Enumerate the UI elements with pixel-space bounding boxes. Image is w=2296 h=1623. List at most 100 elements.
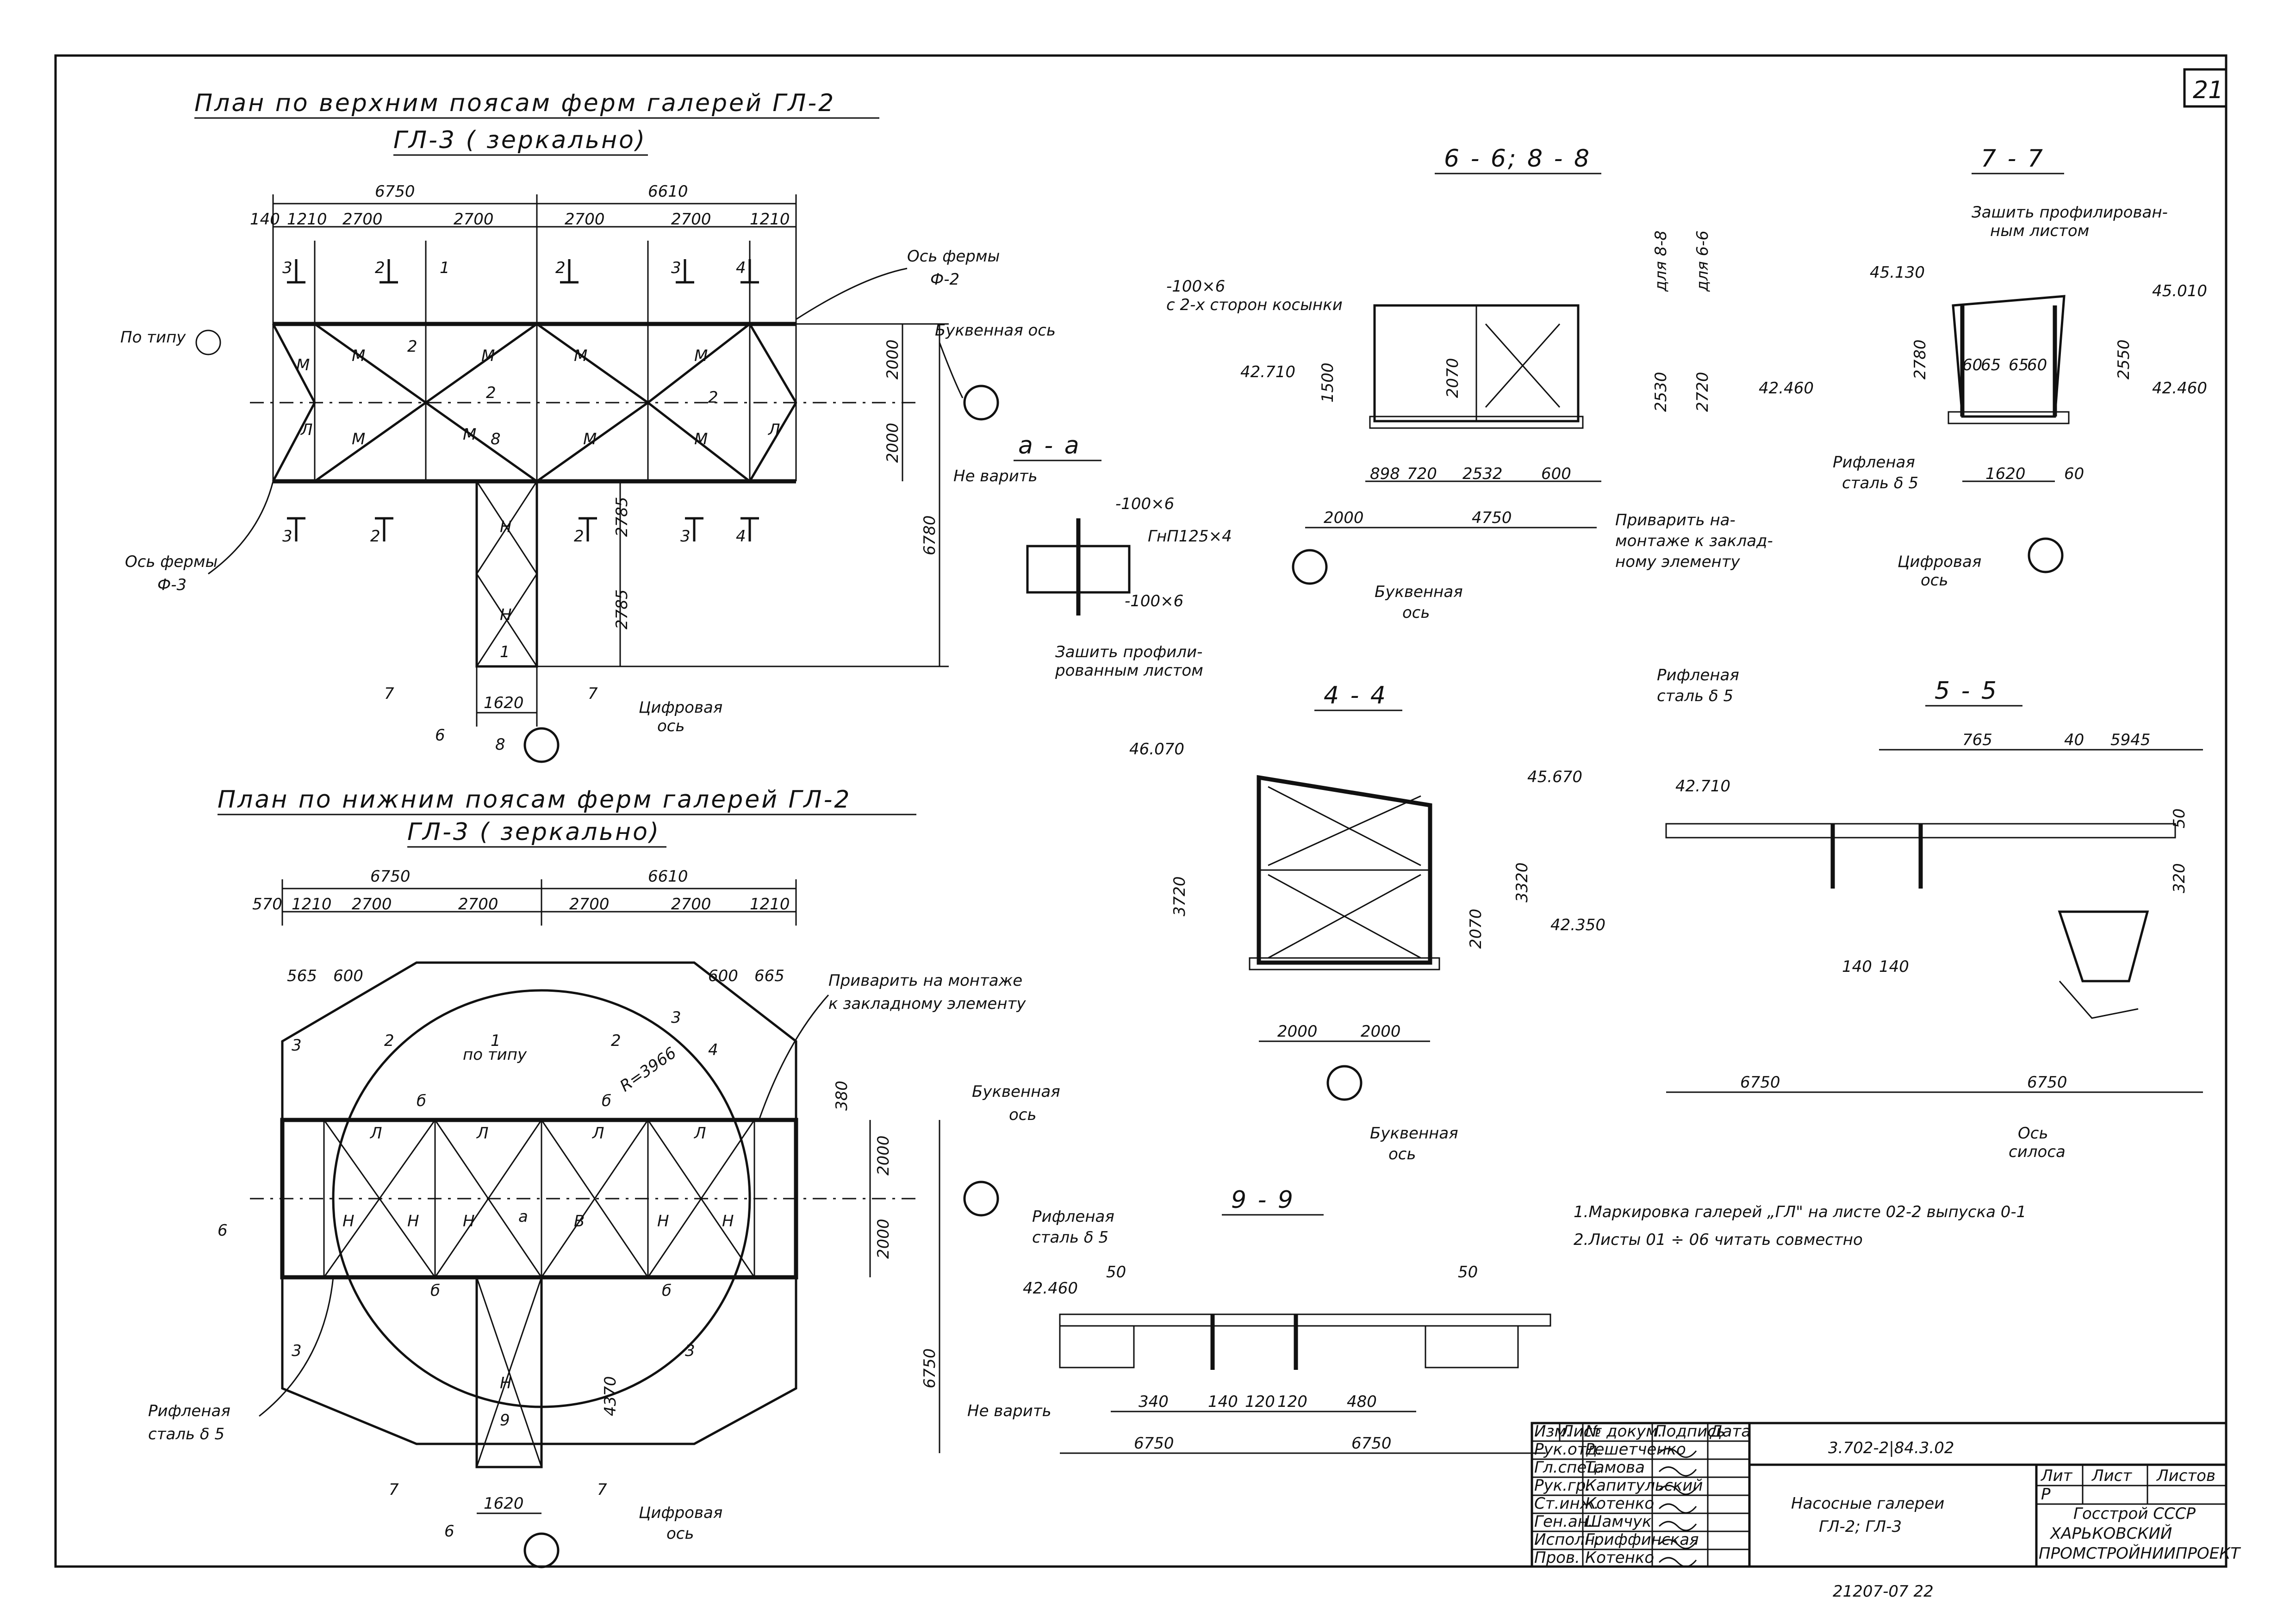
plan-bottom-axis-digit-sub: ось <box>666 1524 694 1543</box>
plan-top-dim-2000a: 2000 <box>884 339 902 379</box>
plan-bottom-dim-2000b: 2000 <box>874 1219 893 1259</box>
section-99-dim-140: 140 <box>1208 1393 1238 1411</box>
section-66-plate-note: с 2-х сторон косынки <box>1166 296 1343 314</box>
section-99-dim-120a: 120 <box>1245 1393 1275 1411</box>
section-77-note: Зашить профилирован- <box>1972 203 2168 222</box>
plan-bottom-dim-600b: 600 <box>708 967 738 985</box>
section-66-dim-2530: 2530 <box>1652 372 1670 412</box>
section-77-axis-digit-sub: ось <box>1921 571 1948 590</box>
section-77-axis-circle <box>2028 537 2064 573</box>
plan-top-dim-2700a: 2700 <box>342 210 383 229</box>
svg-text:7: 7 <box>588 684 598 703</box>
plan-bottom-axis-digit: Цифровая <box>639 1504 722 1522</box>
tb-person-0: Решетченко <box>1585 1440 1686 1459</box>
section-99: 9 - 9 Рифленая сталь δ 5 42.460 50 50 34… <box>967 1186 1551 1454</box>
svg-text:4: 4 <box>736 527 746 546</box>
svg-text:Л: Л <box>693 1124 706 1143</box>
section-99-dim-120b: 120 <box>1277 1393 1307 1411</box>
svg-text:2: 2 <box>611 1032 621 1050</box>
platform-outline <box>281 961 797 1120</box>
section-55-dim-140a: 140 <box>1842 958 1872 976</box>
tb-name-1: Насосные галереи <box>1791 1494 1944 1513</box>
plan-top-subtitle: ГЛ-3 ( зеркально) <box>393 126 647 154</box>
svg-text:2: 2 <box>407 337 417 356</box>
tb-head-doc: № докум. <box>1584 1422 1663 1441</box>
section-44-elev2: 45.670 <box>1527 768 1582 786</box>
section-99-dim-340: 340 <box>1139 1393 1169 1411</box>
svg-text:Н: Н <box>407 1212 419 1231</box>
section-66-dim-720: 720 <box>1407 465 1437 483</box>
section-99-dim-480: 480 <box>1347 1393 1377 1411</box>
plan-bottom-steel-note: Рифленая <box>148 1402 230 1420</box>
tb-name-2: ГЛ-2; ГЛ-3 <box>1819 1517 1902 1536</box>
section-99-title: 9 - 9 <box>1231 1186 1295 1214</box>
tb-role-1: Гл.спец. <box>1534 1458 1602 1477</box>
svg-text:2: 2 <box>555 259 566 277</box>
plan-bottom-dim-2700c: 2700 <box>569 895 610 914</box>
svg-text:М: М <box>694 430 708 448</box>
section-aa-plate1: -100×6 <box>1115 495 1174 513</box>
plan-bottom-note-weld-2: к закладному элементу <box>828 995 1026 1013</box>
section-44-axis-letter-sub: ось <box>1388 1145 1416 1163</box>
svg-text:а: а <box>518 1207 528 1226</box>
svg-text:1: 1 <box>491 1032 501 1050</box>
svg-text:Л: Л <box>369 1124 382 1143</box>
plan-top-axis-letter: Буквенная ось <box>935 321 1056 340</box>
section-aa-note: Не варить <box>953 467 1038 485</box>
svg-text:Н: Н <box>500 1374 512 1393</box>
plan-bottom-radius: R=3966 <box>616 1044 680 1095</box>
section-77-title: 7 - 7 <box>1981 145 2045 173</box>
tb-col-lit: Лит <box>2040 1467 2073 1485</box>
section-55-elev1: 42.710 <box>1675 777 1730 796</box>
plan-top-dim-6610: 6610 <box>648 182 688 201</box>
plan-bottom-dim-2700a: 2700 <box>352 895 392 914</box>
svg-text:Л: Л <box>591 1124 604 1143</box>
section-aa-plate2: -100×6 <box>1125 592 1183 610</box>
tb-org-2: ХАРЬКОВСКИЙ <box>2049 1524 2172 1543</box>
plan-top-title: План по верхним поясам ферм галерей ГЛ-2 <box>194 89 835 117</box>
svg-text:б: б <box>430 1281 440 1300</box>
section-44-dim-2000b: 2000 <box>1361 1022 1401 1041</box>
tb-col-sheet: Лист <box>2091 1467 2132 1485</box>
svg-text:б: б <box>602 1092 611 1110</box>
plan-bottom-dim-4370: 4370 <box>601 1376 620 1416</box>
section-aa: а - а Не варить -100×6 ГнП125×4 -100×6 <box>953 432 1232 616</box>
plan-top-dim-1210b: 1210 <box>750 210 790 229</box>
svg-text:Н: Н <box>500 606 512 624</box>
svg-text:3: 3 <box>292 1342 302 1360</box>
plan-top-dim-1210a: 1210 <box>287 210 327 229</box>
tb-role-2: Рук.гр. <box>1534 1476 1591 1495</box>
section-55-dim-140b: 140 <box>1879 958 1909 976</box>
plan-top-axis-truss-f3: Ось фермы <box>125 553 218 571</box>
section-77-elev3: 42.460 <box>2152 379 2207 398</box>
svg-text:Н: Н <box>342 1212 355 1231</box>
svg-text:2: 2 <box>375 259 385 277</box>
section-77-elev2: 45.010 <box>2152 282 2207 300</box>
plan-bottom-axis-letter-sub: ось <box>1009 1106 1037 1124</box>
svg-text:Н: Н <box>657 1212 669 1231</box>
svg-text:9: 9 <box>500 1411 510 1430</box>
plan-top-axis-letter-circle <box>963 385 999 421</box>
plan-bottom-dim-6610: 6610 <box>648 867 688 886</box>
tb-col-sheets: Листов <box>2156 1467 2215 1485</box>
plan-top-axis-digit-sub: ось <box>657 717 685 735</box>
tb-role-3: Ст.инж. <box>1534 1494 1599 1513</box>
section-66-lbl-66: для 6-6 <box>1693 230 1712 292</box>
tb-head-list: Лист <box>1561 1422 1602 1441</box>
section-77-dim-65b: 65 <box>2009 356 2028 374</box>
section-99-dim-6750a: 6750 <box>1134 1434 1174 1453</box>
plan-top-po-tipu: По типу <box>120 328 186 347</box>
plan-bottom-dim-2700b: 2700 <box>458 895 498 914</box>
svg-text:6: 6 <box>218 1221 228 1240</box>
svg-text:Л: Л <box>300 421 313 439</box>
plan-bottom-axis-letter: Буквенная <box>972 1082 1060 1101</box>
svg-text:7: 7 <box>384 684 394 703</box>
svg-text:Л: Л <box>767 421 780 439</box>
title-block: Изм. Лист № докум. Подпись Дата Рук.отд.… <box>1531 1422 2241 1568</box>
svg-text:2: 2 <box>574 527 584 546</box>
section-77-dim-60c: 60 <box>2064 465 2084 483</box>
section-aa-title: а - а <box>1018 432 1081 460</box>
section-66-lbl-88: для 8-8 <box>1652 230 1670 292</box>
svg-text:4: 4 <box>708 1041 718 1059</box>
